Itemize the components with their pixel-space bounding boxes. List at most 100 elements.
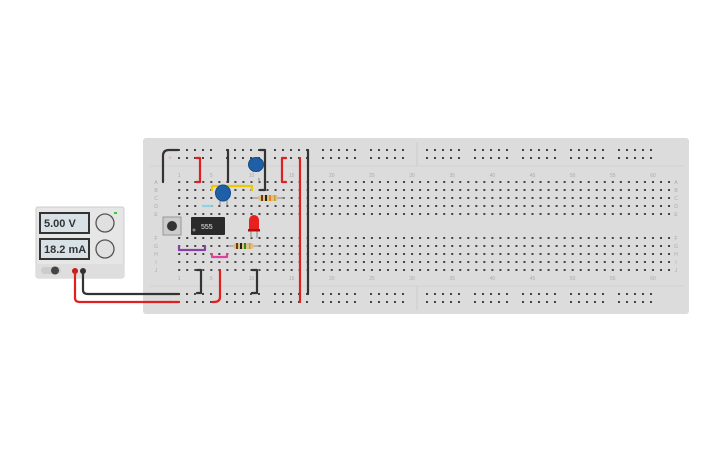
breadboard-hole[interactable]: [563, 181, 566, 183]
breadboard-hole[interactable]: [258, 237, 261, 239]
breadboard-hole[interactable]: [218, 237, 221, 239]
breadboard-hole[interactable]: [523, 269, 526, 271]
breadboard-hole[interactable]: [290, 301, 292, 303]
breadboard-hole[interactable]: [506, 301, 508, 303]
breadboard-hole[interactable]: [627, 245, 630, 247]
breadboard-hole[interactable]: [218, 205, 221, 207]
breadboard-hole[interactable]: [611, 261, 614, 263]
breadboard-hole[interactable]: [370, 269, 373, 271]
breadboard-hole[interactable]: [370, 189, 373, 191]
breadboard-hole[interactable]: [330, 189, 333, 191]
breadboard-hole[interactable]: [555, 237, 558, 239]
breadboard-hole[interactable]: [523, 213, 526, 215]
breadboard-hole[interactable]: [435, 237, 438, 239]
breadboard-hole[interactable]: [627, 197, 630, 199]
breadboard-hole[interactable]: [370, 213, 373, 215]
breadboard-hole[interactable]: [660, 181, 662, 183]
breadboard-hole[interactable]: [451, 205, 454, 207]
breadboard-hole[interactable]: [515, 253, 518, 255]
breadboard-hole[interactable]: [627, 269, 630, 271]
breadboard-hole[interactable]: [346, 269, 349, 271]
breadboard-hole[interactable]: [346, 181, 349, 183]
breadboard-hole[interactable]: [499, 213, 502, 215]
breadboard-hole[interactable]: [330, 245, 333, 247]
breadboard-hole[interactable]: [234, 253, 237, 255]
breadboard-hole[interactable]: [378, 181, 381, 183]
breadboard-hole[interactable]: [202, 269, 205, 271]
breadboard-hole[interactable]: [362, 269, 365, 271]
breadboard-hole[interactable]: [642, 157, 644, 159]
breadboard-hole[interactable]: [563, 261, 566, 263]
breadboard-hole[interactable]: [258, 301, 260, 303]
breadboard-hole[interactable]: [579, 245, 582, 247]
breadboard-hole[interactable]: [202, 189, 205, 191]
breadboard-hole[interactable]: [354, 149, 356, 151]
breadboard-hole[interactable]: [178, 269, 181, 271]
breadboard-hole[interactable]: [354, 301, 356, 303]
breadboard-hole[interactable]: [587, 261, 590, 263]
breadboard-hole[interactable]: [491, 181, 494, 183]
breadboard-hole[interactable]: [595, 261, 598, 263]
breadboard-hole[interactable]: [242, 261, 245, 263]
breadboard-hole[interactable]: [194, 253, 197, 255]
breadboard-hole[interactable]: [483, 253, 486, 255]
breadboard-hole[interactable]: [282, 253, 285, 255]
power-switch[interactable]: [51, 266, 59, 275]
breadboard-hole[interactable]: [627, 237, 630, 239]
breadboard-hole[interactable]: [482, 149, 484, 151]
breadboard-hole[interactable]: [619, 197, 622, 199]
breadboard-hole[interactable]: [386, 205, 389, 207]
breadboard-hole[interactable]: [370, 157, 372, 159]
breadboard-hole[interactable]: [370, 181, 373, 183]
breadboard-hole[interactable]: [218, 213, 221, 215]
breadboard-hole[interactable]: [394, 301, 396, 303]
breadboard-hole[interactable]: [274, 237, 277, 239]
breadboard-hole[interactable]: [194, 197, 197, 199]
breadboard-hole[interactable]: [651, 261, 654, 263]
breadboard-hole[interactable]: [603, 189, 606, 191]
breadboard-hole[interactable]: [386, 213, 389, 215]
breadboard-hole[interactable]: [427, 245, 430, 247]
breadboard-hole[interactable]: [226, 261, 229, 263]
breadboard-hole[interactable]: [483, 197, 486, 199]
breadboard-hole[interactable]: [595, 189, 598, 191]
breadboard-hole[interactable]: [338, 157, 340, 159]
breadboard-hole[interactable]: [595, 213, 598, 215]
breadboard-hole[interactable]: [499, 189, 502, 191]
breadboard-hole[interactable]: [378, 237, 381, 239]
breadboard-hole[interactable]: [443, 197, 446, 199]
breadboard-hole[interactable]: [427, 253, 430, 255]
breadboard-hole[interactable]: [242, 197, 245, 199]
breadboard-hole[interactable]: [467, 205, 470, 207]
breadboard-hole[interactable]: [643, 269, 646, 271]
breadboard-hole[interactable]: [660, 253, 662, 255]
breadboard-hole[interactable]: [234, 237, 237, 239]
breadboard-hole[interactable]: [370, 293, 372, 295]
breadboard-hole[interactable]: [482, 293, 484, 295]
breadboard-hole[interactable]: [266, 261, 269, 263]
breadboard-hole[interactable]: [594, 293, 596, 295]
breadboard-hole[interactable]: [475, 245, 478, 247]
breadboard-hole[interactable]: [595, 237, 598, 239]
breadboard-hole[interactable]: [618, 157, 620, 159]
breadboard-hole[interactable]: [330, 205, 333, 207]
breadboard-hole[interactable]: [668, 181, 671, 183]
breadboard-hole[interactable]: [186, 149, 188, 151]
breadboard-hole[interactable]: [443, 181, 446, 183]
breadboard-hole[interactable]: [578, 293, 580, 295]
breadboard-hole[interactable]: [554, 149, 556, 151]
breadboard-hole[interactable]: [362, 197, 365, 199]
breadboard-hole[interactable]: [226, 213, 229, 215]
breadboard-hole[interactable]: [354, 213, 357, 215]
breadboard-hole[interactable]: [483, 189, 486, 191]
breadboard-hole[interactable]: [587, 237, 590, 239]
breadboard-hole[interactable]: [338, 245, 341, 247]
breadboard-hole[interactable]: [627, 253, 630, 255]
breadboard-hole[interactable]: [234, 149, 236, 151]
breadboard-hole[interactable]: [370, 197, 373, 199]
breadboard-hole[interactable]: [442, 157, 444, 159]
breadboard-hole[interactable]: [555, 253, 558, 255]
breadboard-hole[interactable]: [611, 181, 614, 183]
breadboard-hole[interactable]: [611, 253, 614, 255]
breadboard-hole[interactable]: [451, 253, 454, 255]
